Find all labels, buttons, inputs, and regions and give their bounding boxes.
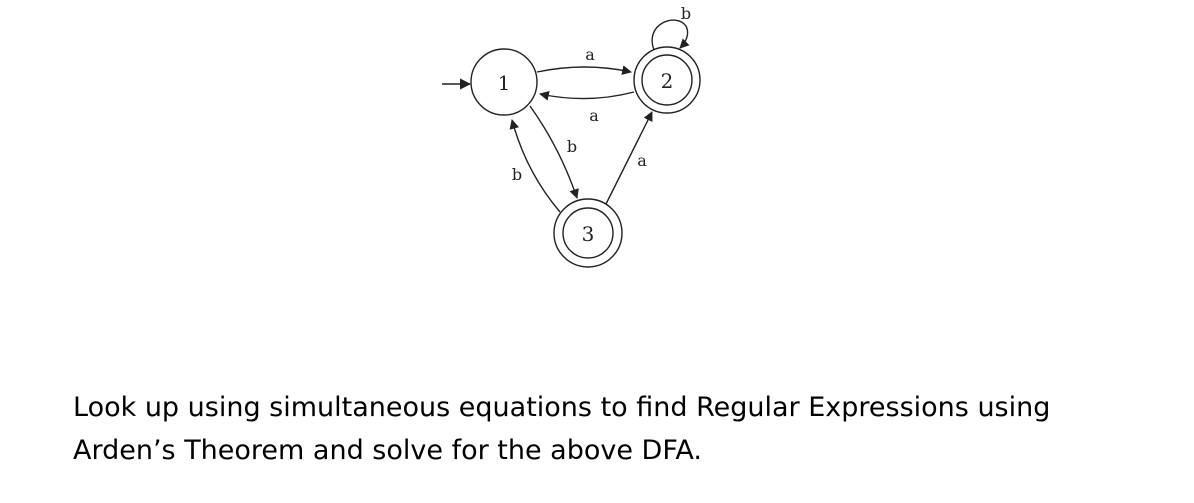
question-caption: Look up using simultaneous equations to … xyxy=(73,386,1153,472)
edge-1-to-2 xyxy=(536,65,632,75)
edge-2-self-loop-label: b xyxy=(681,4,691,23)
edge-2-to-1 xyxy=(539,90,635,101)
edge-1-to-3 xyxy=(529,105,579,199)
state-1-label: 1 xyxy=(498,71,511,95)
dfa-diagram: 1 2 3 a a b b b a xyxy=(442,4,701,268)
caption-line-1: Look up using simultaneous equations to … xyxy=(73,392,1051,423)
caption-line-2: Arden’s Theorem and solve for the above … xyxy=(73,435,702,466)
edge-3-to-2-label: a xyxy=(637,151,647,170)
state-3-label: 3 xyxy=(582,222,595,246)
edge-3-to-2 xyxy=(605,111,653,205)
edge-1-to-2-label: a xyxy=(585,45,595,64)
edge-2-to-1-label: a xyxy=(589,106,599,125)
state-1: 1 xyxy=(470,48,538,116)
edge-2-self-loop xyxy=(651,19,690,51)
state-3: 3 xyxy=(553,198,623,268)
state-2: 2 xyxy=(633,46,701,114)
edge-1-to-3-label: b xyxy=(567,137,577,156)
state-2-label: 2 xyxy=(661,69,674,93)
edge-3-to-1-label: b xyxy=(512,165,522,184)
edge-3-to-1 xyxy=(509,119,561,213)
